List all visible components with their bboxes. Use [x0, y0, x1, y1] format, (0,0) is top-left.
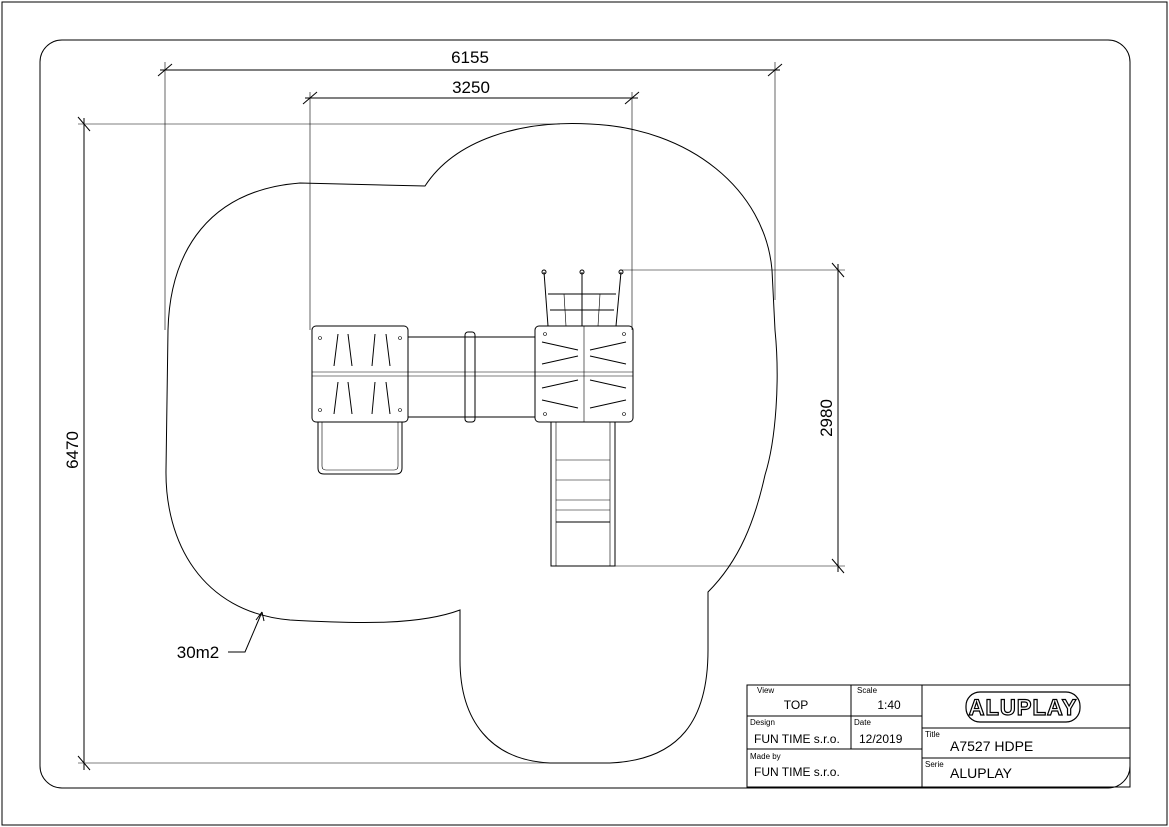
- dimension-slide-length-label: 2980: [817, 399, 836, 437]
- made-by-label: Made by: [750, 752, 781, 761]
- dimension-platform-span: [302, 91, 640, 330]
- main-slide: [550, 421, 616, 567]
- dimension-platform-span-label: 3250: [452, 78, 490, 97]
- left-slide: [317, 422, 403, 475]
- date-label: Date: [854, 718, 871, 727]
- safety-area-outline: [165, 123, 778, 764]
- design-label: Design: [750, 718, 775, 727]
- view-value: TOP: [784, 698, 808, 712]
- aluplay-logo: ALUPLAY: [965, 691, 1081, 723]
- dimension-overall-depth-label: 6470: [63, 431, 82, 469]
- climbing-net: [541, 269, 624, 327]
- dimension-slide-length: [610, 262, 845, 574]
- scale-value: 1:40: [877, 698, 901, 712]
- serie-value: ALUPLAY: [950, 765, 1013, 781]
- title-value: A7527 HDPE: [950, 738, 1033, 754]
- dimension-overall-width: [157, 62, 783, 330]
- dimension-overall-depth: [77, 116, 560, 771]
- title-block: [746, 684, 1131, 788]
- dimension-overall-width-label: 6155: [451, 48, 489, 67]
- drawing-frame: [39, 39, 1131, 789]
- serie-label: Serie: [925, 760, 944, 769]
- date-value: 12/2019: [859, 732, 903, 746]
- scale-label: Scale: [857, 686, 878, 695]
- logo-text: ALUPLAY: [969, 695, 1078, 720]
- design-value: FUN TIME s.r.o.: [754, 732, 840, 746]
- title-label: Title: [925, 730, 940, 739]
- tunnel-bridge: [408, 331, 535, 423]
- made-by-value: FUN TIME s.r.o.: [754, 765, 840, 779]
- area-label: 30m2: [177, 643, 220, 662]
- left-platform: [311, 325, 409, 423]
- area-leader: [228, 611, 265, 653]
- play-structure: [311, 269, 634, 567]
- view-label: View: [757, 686, 774, 695]
- right-platform: [534, 325, 634, 423]
